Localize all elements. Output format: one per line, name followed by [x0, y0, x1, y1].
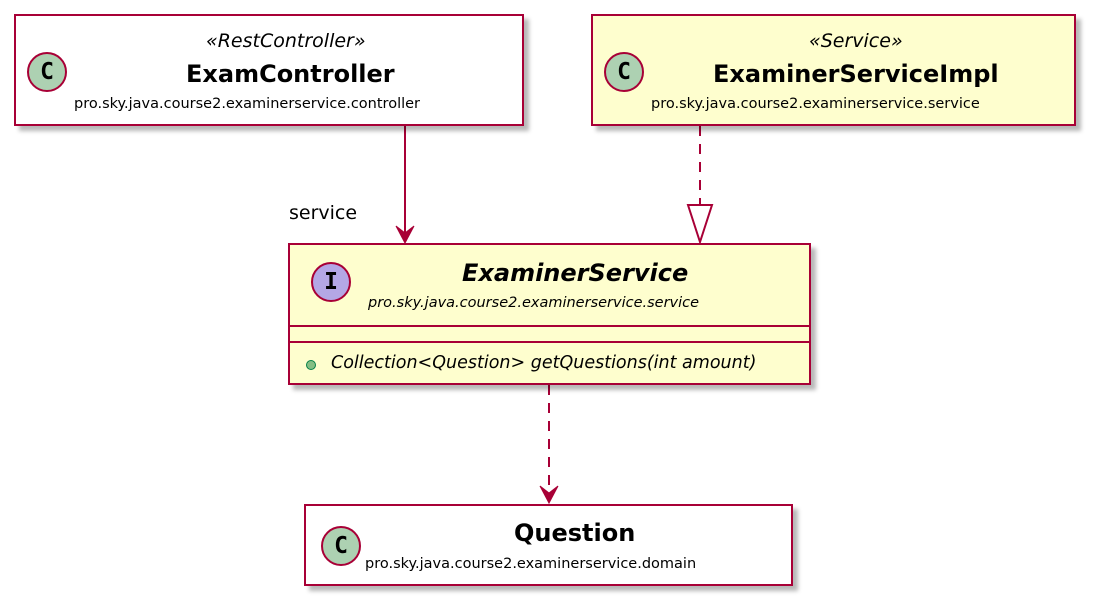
- public-method-icon: [306, 360, 316, 370]
- class-name: ExamController: [186, 60, 395, 88]
- interface-name: ExaminerService: [462, 259, 689, 287]
- class-examiner-service-impl[interactable]: C «Service» ExaminerServiceImpl pro.sky.…: [591, 14, 1076, 126]
- class-exam-controller[interactable]: C «RestController» ExamController pro.sk…: [14, 14, 524, 126]
- class-stereotype: «Service»: [809, 30, 903, 52]
- interface-examiner-service[interactable]: I ExaminerService pro.sky.java.course2.e…: [288, 243, 811, 385]
- method-get-questions[interactable]: Collection<Question> getQuestions(int am…: [331, 353, 757, 373]
- class-name: ExaminerServiceImpl: [713, 60, 999, 88]
- association-label: service: [289, 202, 358, 224]
- fields-divider: [290, 325, 809, 327]
- class-badge-icon: C: [27, 52, 67, 92]
- class-package: pro.sky.java.course2.examinerservice.dom…: [365, 556, 697, 572]
- class-package: pro.sky.java.course2.examinerservice.ser…: [651, 96, 980, 112]
- interface-badge-icon: I: [311, 262, 351, 302]
- interface-package: pro.sky.java.course2.examinerservice.ser…: [368, 295, 700, 311]
- class-badge-icon: C: [604, 52, 644, 92]
- class-stereotype: «RestController»: [206, 30, 366, 52]
- class-question[interactable]: C Question pro.sky.java.course2.examiner…: [304, 504, 793, 586]
- class-name: Question: [514, 519, 636, 547]
- methods-divider: [290, 341, 809, 343]
- association-edge-controller-service[interactable]: [395, 126, 415, 245]
- dependency-edge-service-question[interactable]: [539, 385, 559, 505]
- class-badge-icon: C: [321, 526, 361, 566]
- realization-edge-impl-service[interactable]: [686, 126, 714, 246]
- class-package: pro.sky.java.course2.examinerservice.con…: [74, 96, 421, 112]
